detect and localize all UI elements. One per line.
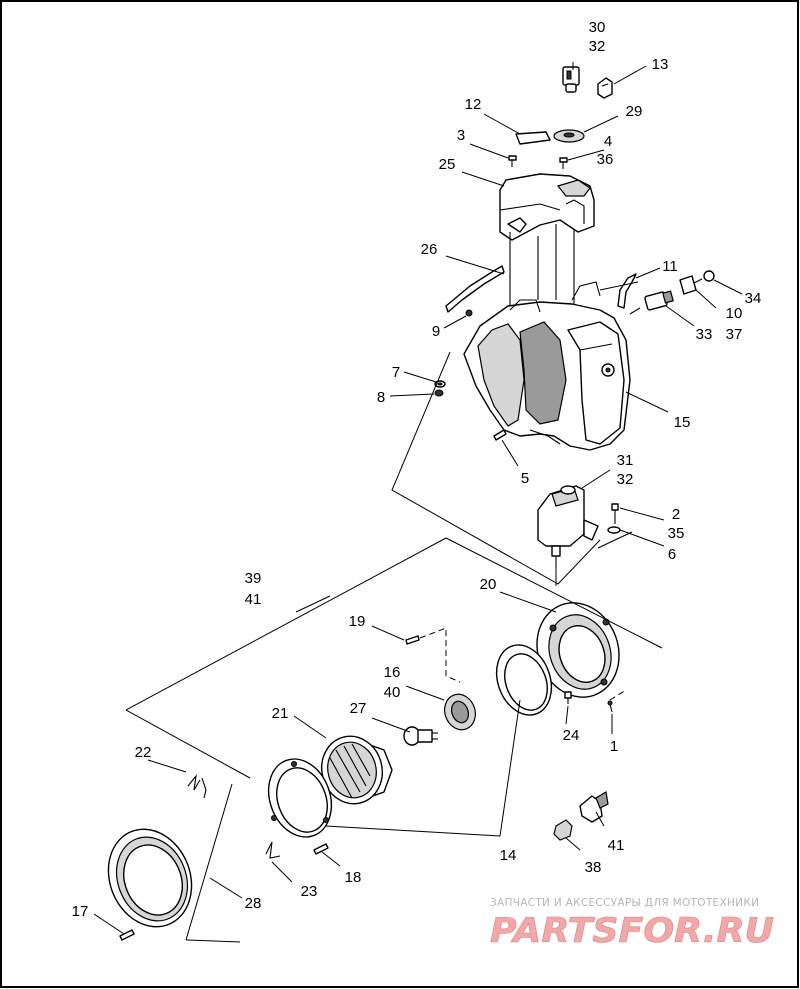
callout-34: 34: [745, 290, 762, 307]
part-switch-33: [629, 290, 674, 315]
part-screw-24: [564, 691, 572, 704]
callout-38: 38: [585, 859, 602, 876]
callout-22: 22: [135, 744, 152, 761]
part-collar: [444, 693, 476, 731]
part-gasket-10: [679, 275, 697, 295]
part-bolt-2: [611, 503, 619, 524]
callout-35: 35: [668, 525, 685, 542]
callout-37: 37: [726, 326, 743, 343]
callout-29: 29: [626, 103, 643, 120]
callout-21: 21: [272, 705, 289, 722]
part-right-trim: [617, 273, 637, 309]
callout-20: 20: [480, 576, 497, 593]
callout-40: 40: [384, 684, 401, 701]
callout-1: 1: [610, 738, 618, 755]
callout-36: 36: [597, 151, 614, 168]
callout-10: 10: [726, 305, 743, 322]
part-lower-bracket: [537, 485, 599, 568]
part-key: [562, 66, 580, 93]
part-retaining-ring: [267, 758, 333, 838]
watermark: ЗАПЧАСТИ И АКСЕССУАРЫ ДЛЯ МОТОТЕХНИКИ PA…: [490, 897, 775, 951]
callout-2: 2: [672, 506, 680, 523]
part-sealed-beam-lamp: [321, 735, 393, 805]
part-screw-1: [607, 700, 613, 713]
part-nut-9: [465, 309, 473, 317]
callout-41: 41: [245, 591, 262, 608]
callout-25: 25: [439, 156, 456, 173]
watermark-tagline: ЗАПЧАСТИ И АКСЕССУАРЫ ДЛЯ МОТОТЕХНИКИ: [490, 897, 759, 909]
callout-labels: 30 32 13 12 29 3 4 36 25 26 11 34 10 37 …: [72, 19, 762, 920]
callout-23: 23: [301, 883, 318, 900]
callout-16: 16: [384, 664, 401, 681]
callout-32b: 32: [617, 471, 634, 488]
callout-28: 28: [245, 895, 262, 912]
callout-19: 19: [349, 613, 366, 630]
part-nameplate: [515, 131, 551, 145]
part-bulb: [403, 726, 438, 746]
callout-6: 6: [668, 546, 676, 563]
part-socket-41: [579, 791, 609, 823]
steering-stem: [509, 224, 575, 310]
callout-13: 13: [652, 56, 669, 73]
callout-26: 26: [421, 241, 438, 258]
callout-3: 3: [457, 127, 465, 144]
callout-30: 30: [589, 19, 606, 36]
callout-11: 11: [662, 258, 678, 275]
callout-39: 39: [245, 570, 262, 587]
callout-7: 7: [392, 364, 400, 381]
part-washer: [553, 129, 585, 143]
part-inner-ring: [495, 644, 553, 716]
part-screw-4: [559, 157, 568, 169]
callout-8: 8: [377, 389, 385, 406]
part-clip: [597, 77, 613, 99]
callout-18: 18: [345, 869, 362, 886]
part-trim-bezel: [107, 828, 193, 928]
part-spring-22: [187, 774, 207, 799]
part-left-trim: [445, 265, 505, 313]
callout-9: 9: [432, 323, 440, 340]
part-screw-17: [119, 929, 135, 941]
part-nut-8: [434, 389, 444, 397]
part-screw-3: [508, 155, 517, 167]
watermark-logo: PARTSFOR.RU: [490, 911, 774, 951]
part-nacelle-housing: [463, 281, 631, 451]
callout-12: 12: [465, 96, 482, 113]
callout-15: 15: [674, 414, 691, 431]
callout-5: 5: [521, 470, 529, 487]
callout-27: 27: [350, 700, 367, 717]
part-headlamp-mount-ring: [536, 602, 620, 698]
callout-31: 31: [617, 452, 634, 469]
callout-17: 17: [72, 903, 89, 920]
callout-14: 14: [500, 847, 517, 864]
part-screw-5: [493, 429, 507, 441]
part-bolt-34: [693, 270, 715, 284]
part-washer-6: [607, 526, 621, 534]
part-screw-18: [313, 843, 329, 855]
callout-24: 24: [563, 727, 580, 744]
leader-lines: [93, 62, 743, 943]
callout-32: 32: [589, 38, 606, 55]
part-upper-cover: [499, 173, 595, 241]
part-screw-19: [405, 635, 420, 645]
part-bulb-38: [553, 819, 573, 841]
callout-33: 33: [696, 326, 713, 343]
callout-4: 4: [604, 133, 612, 150]
part-spring-23: [265, 841, 281, 859]
callout-41b: 41: [608, 837, 625, 854]
